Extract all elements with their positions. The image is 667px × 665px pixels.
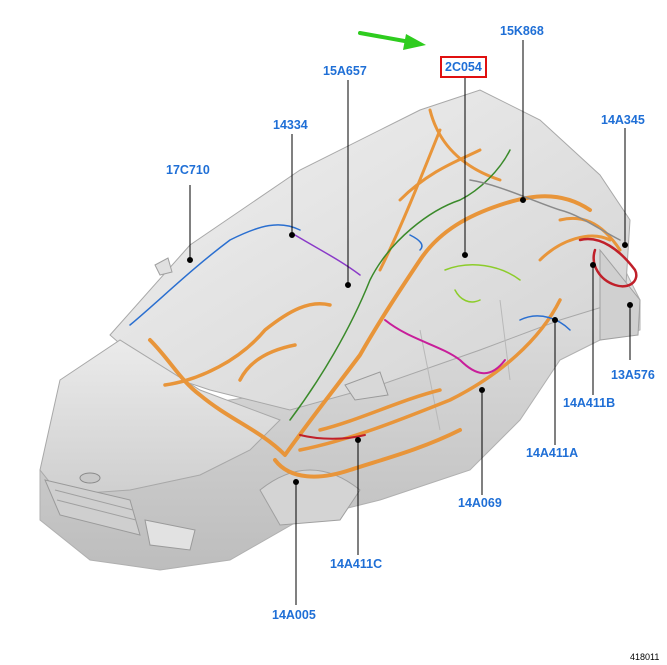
harness-red bbox=[578, 237, 638, 288]
callout-14A411A: 14A411A bbox=[526, 446, 579, 460]
callout-17C710: 17C710 bbox=[166, 163, 210, 177]
callout-15K868: 15K868 bbox=[500, 24, 544, 38]
side-mirror bbox=[344, 371, 389, 401]
car-body bbox=[39, 89, 641, 571]
leader-lines bbox=[187, 40, 633, 605]
callout-15A657: 15A657 bbox=[323, 64, 367, 78]
harness-front-lower bbox=[273, 428, 462, 479]
pointer-arrow bbox=[358, 31, 426, 50]
harness-green bbox=[289, 149, 511, 421]
front-wheel-arch bbox=[259, 469, 361, 526]
ford-logo bbox=[79, 472, 101, 484]
harness-magenta bbox=[384, 319, 506, 375]
callout-2C054: 2C054 bbox=[440, 56, 487, 78]
harness-lime bbox=[444, 264, 521, 303]
callout-13A576: 13A576 bbox=[611, 368, 655, 382]
callout-14A345: 14A345 bbox=[601, 113, 645, 127]
figure-reference-number: 418011 bbox=[630, 652, 660, 662]
harness-grey bbox=[469, 179, 621, 241]
harness-purple bbox=[294, 234, 361, 276]
roof-mirror bbox=[154, 257, 173, 276]
harness-blue-left bbox=[129, 224, 301, 326]
callout-14A411B: 14A411B bbox=[563, 396, 616, 410]
callout-14A005: 14A005 bbox=[272, 608, 316, 622]
harness-blue-right bbox=[409, 234, 571, 331]
harness-instrument-panel bbox=[163, 302, 332, 387]
callout-14334: 14334 bbox=[273, 118, 308, 132]
harness-rear bbox=[538, 216, 622, 262]
harness-front-red bbox=[299, 434, 366, 440]
callout-14A069: 14A069 bbox=[458, 496, 502, 510]
headlight bbox=[144, 519, 196, 551]
callout-14A411C: 14A411C bbox=[330, 557, 383, 571]
